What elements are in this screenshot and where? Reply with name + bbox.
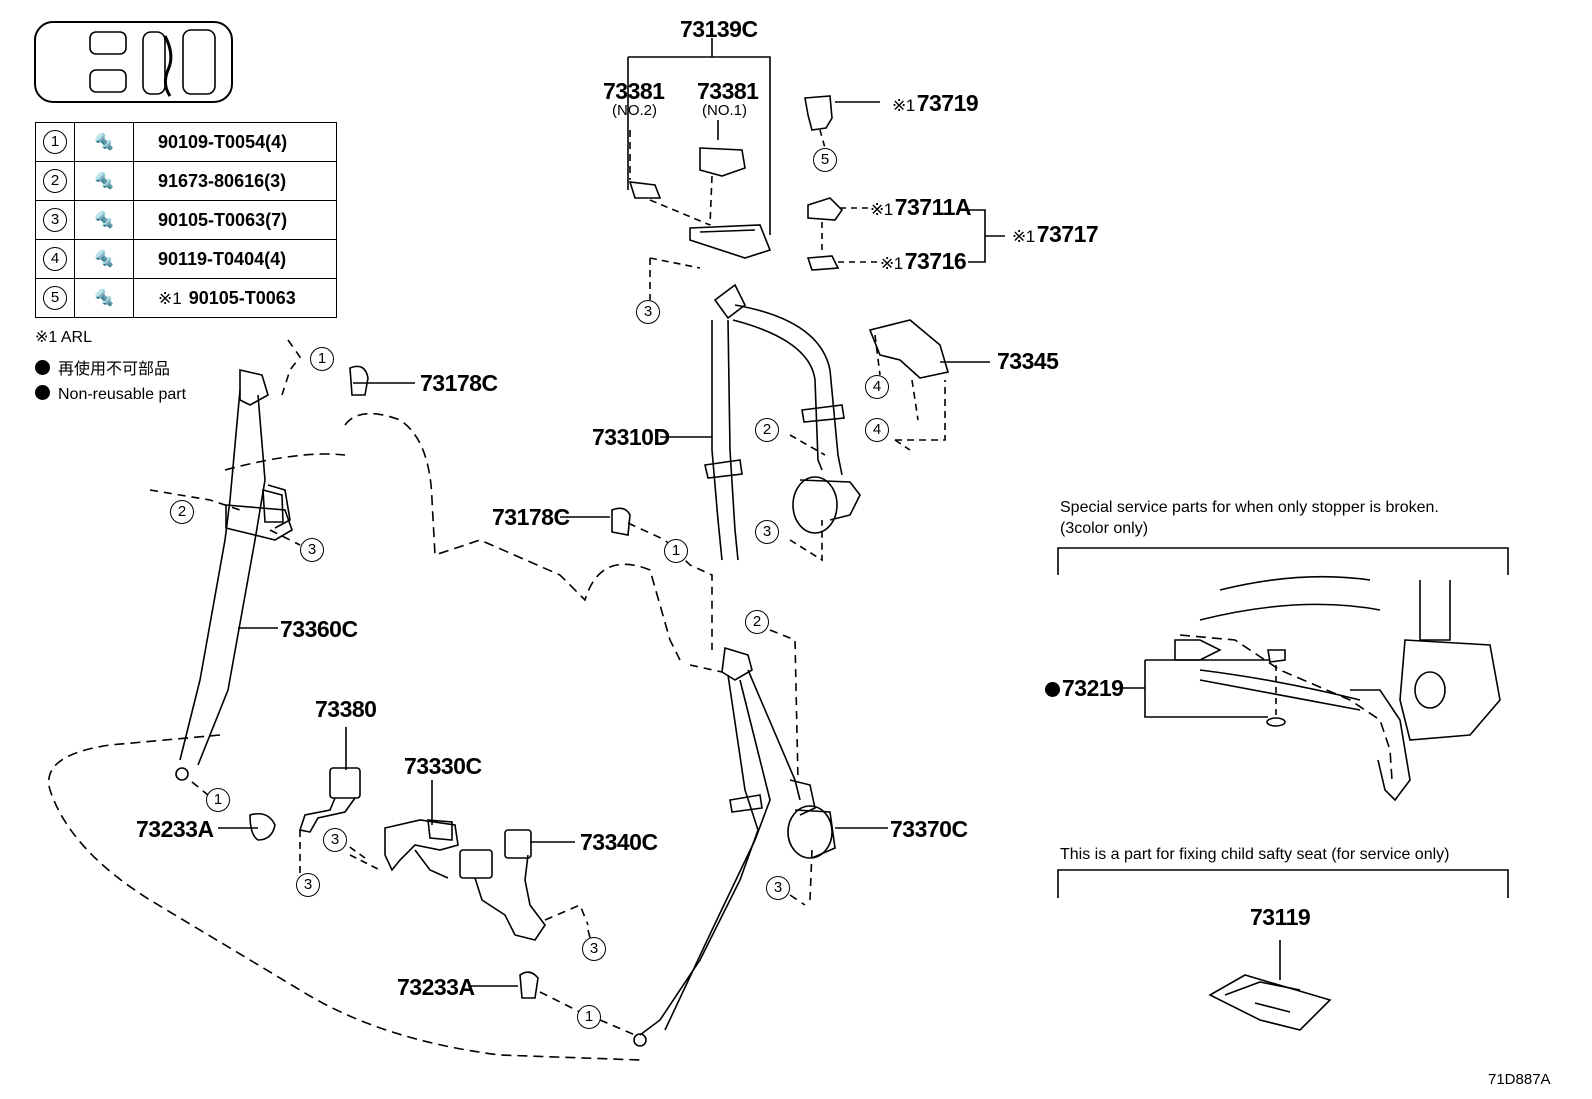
callout-2: 2 [745,610,769,634]
child-seat-note: This is a part for fixing child safty se… [1060,846,1450,863]
bolt-table: 1 🔩 90109-T0054(4) 2 🔩 91673-80616(3) 3 … [35,122,337,318]
part-label-73381-no2[interactable]: 73381 [603,78,665,104]
callout-4: 4 [865,375,889,399]
part-number: 73717 [1036,221,1099,247]
bolt-part-number: 90119-T0404(4) [133,239,337,279]
callout-2: 2 [755,418,779,442]
part-label-73381-no1[interactable]: 73381 [697,78,759,104]
part-sub-no2: (NO.2) [612,102,657,119]
bolt-row: 5 🔩 ※1 90105-T0063 [35,278,337,318]
callout-1: 1 [310,347,334,371]
part-label-73178c-top[interactable]: 73178C [420,370,498,396]
non-reusable-jp-text: 再使用不可部品 [58,361,171,378]
part-label-73178c-mid[interactable]: 73178C [492,504,570,530]
arl-mark: ※1 [880,254,903,273]
arl-mark: ※1 [892,96,915,115]
part-label-73711a[interactable]: ※173711A [870,194,972,220]
part-label-73360c[interactable]: 73360C [280,616,358,642]
callout-3: 3 [636,300,660,324]
ref-number: 1 [43,130,67,154]
arl-mark: ※1 [1012,227,1035,246]
bolt-part-number: 90105-T0063(7) [133,200,337,240]
non-reusable-en: Non-reusable part [35,385,186,403]
bolt-row: 4 🔩 90119-T0404(4) [35,239,337,279]
non-reusable-en-text: Non-reusable part [58,386,187,403]
stopper-note-line1: Special service parts for when only stop… [1060,499,1439,516]
callout-3: 3 [755,520,779,544]
part-sub-no1: (NO.1) [702,102,747,119]
bolt-part-number-text: 90105-T0063 [188,287,296,308]
vehicle-location-icon [34,21,233,103]
ref-number: 3 [43,208,67,232]
callout-3: 3 [323,828,347,852]
bolt-row: 3 🔩 90105-T0063(7) [35,200,337,240]
arl-mark: ※1 [870,200,893,219]
part-label-73139c[interactable]: 73139C [680,16,758,42]
bolt-part-number: 90109-T0054(4) [133,122,337,162]
part-label-73219[interactable]: 73219 [1045,675,1124,701]
non-reusable-dot-icon [35,360,50,375]
figure-code: 71D887A [1488,1071,1551,1088]
non-reusable-dot-icon [1045,682,1060,697]
part-number: 73719 [916,90,979,116]
bolt-icon: 🔩 [94,173,114,190]
ref-number: 5 [43,286,67,310]
callout-2: 2 [170,500,194,524]
part-label-73233a-left[interactable]: 73233A [136,816,214,842]
part-label-73330c[interactable]: 73330C [404,753,482,779]
bolt-part-number: ※1 90105-T0063 [133,278,337,318]
callout-1: 1 [664,539,688,563]
callout-3: 3 [300,538,324,562]
part-number: 73711A [894,194,972,220]
ref-number: 4 [43,247,67,271]
part-number: 73716 [904,248,967,274]
stopper-note-line2: (3color only) [1060,520,1149,537]
part-label-73345[interactable]: 73345 [997,348,1059,374]
part-label-73370c[interactable]: 73370C [890,816,968,842]
ref-number: 2 [43,169,67,193]
callout-1: 1 [206,788,230,812]
bolt-icon: 🔩 [94,134,114,151]
bolt-part-number: 91673-80616(3) [133,161,337,201]
part-label-73340c[interactable]: 73340C [580,829,658,855]
part-label-73380[interactable]: 73380 [315,696,377,722]
part-label-73716[interactable]: ※173716 [880,248,967,274]
arl-note: ※1 ARL [35,329,92,346]
bolt-row: 1 🔩 90109-T0054(4) [35,122,337,162]
bolt-icon: 🔩 [94,212,114,229]
non-reusable-jp: 再使用不可部品 [35,360,170,378]
bolt-icon: 🔩 [94,290,114,307]
part-label-73717[interactable]: ※173717 [1012,221,1099,247]
bolt-icon: 🔩 [94,251,114,268]
part-label-73719[interactable]: ※173719 [892,90,979,116]
arl-mark: ※1 [158,288,182,308]
bolt-row: 2 🔩 91673-80616(3) [35,161,337,201]
callout-4: 4 [865,418,889,442]
part-label-73119[interactable]: 73119 [1250,904,1311,930]
callout-1: 1 [577,1005,601,1029]
part-label-73233a-bottom[interactable]: 73233A [397,974,475,1000]
part-label-73310d[interactable]: 73310D [592,424,670,450]
callout-3: 3 [582,937,606,961]
non-reusable-dot-icon [35,385,50,400]
callout-3: 3 [296,873,320,897]
part-number: 73219 [1062,675,1124,701]
callout-3: 3 [766,876,790,900]
callout-5: 5 [813,148,837,172]
